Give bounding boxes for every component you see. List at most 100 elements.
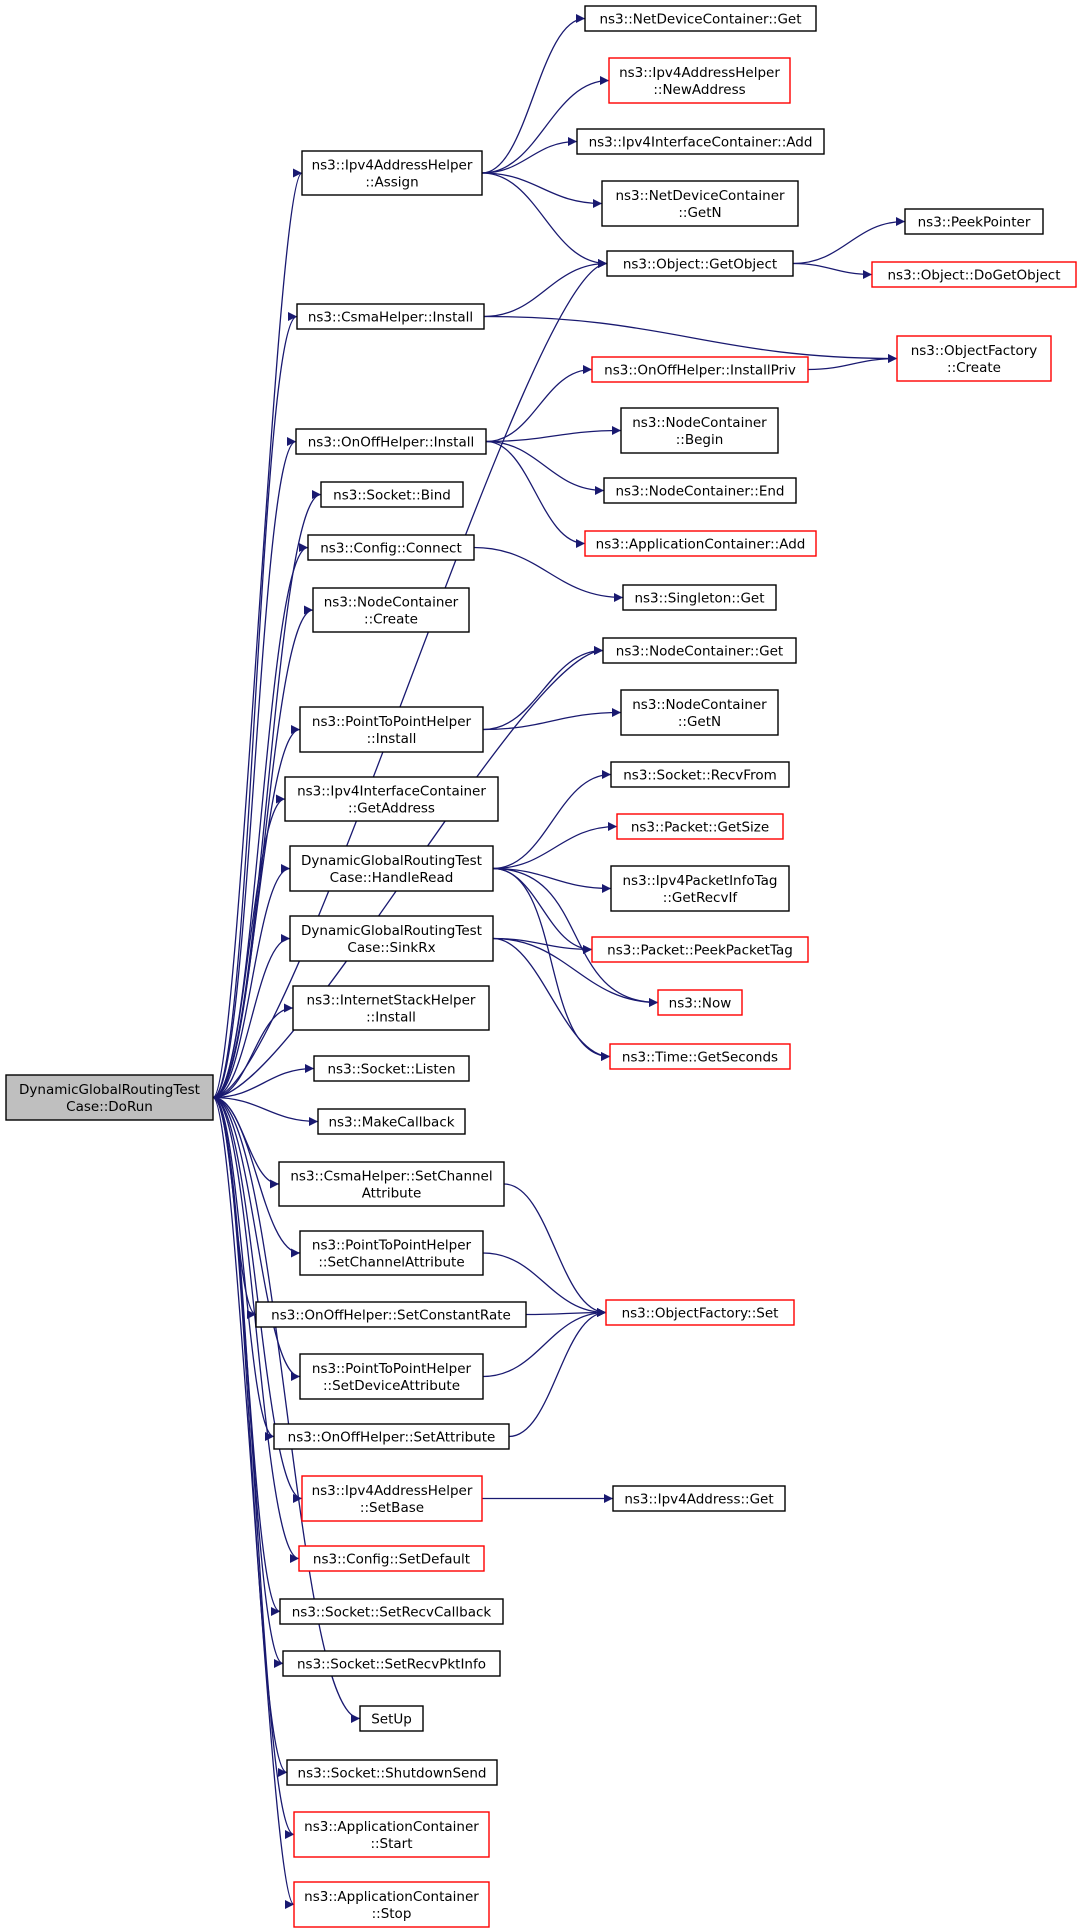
node-box xyxy=(610,761,790,788)
node-box xyxy=(301,1475,483,1522)
node-ipv4get[interactable]: ns3::Ipv4Address::Get xyxy=(612,1485,786,1512)
node-label-line: ns3::Socket::SetRecvPktInfo xyxy=(297,1657,486,1673)
node-box xyxy=(591,356,809,383)
node-ofset[interactable]: ns3::ObjectFactory::Set xyxy=(605,1299,795,1326)
node-ncgetn[interactable]: ns3::NodeContainer::GetN xyxy=(620,689,779,736)
node-label-line: DynamicGlobalRoutingTest xyxy=(301,853,482,869)
node-ndcget[interactable]: ns3::NetDeviceContainer::Get xyxy=(584,5,817,32)
node-box xyxy=(601,180,799,227)
node-box xyxy=(605,1299,795,1326)
node-recvfrom[interactable]: ns3::Socket::RecvFrom xyxy=(610,761,790,788)
node-box xyxy=(603,477,797,504)
node-p2psetch[interactable]: ns3::PointToPointHelper::SetChannelAttri… xyxy=(299,1230,484,1276)
node-label-line: ns3::NodeContainer xyxy=(632,697,767,713)
node-appstop[interactable]: ns3::ApplicationContainer::Stop xyxy=(293,1881,490,1928)
node-box xyxy=(293,1811,490,1858)
node-box xyxy=(612,1485,786,1512)
node-appstart[interactable]: ns3::ApplicationContainer::Start xyxy=(293,1811,490,1858)
edge-layer xyxy=(212,14,906,1909)
node-label-line: SetUp xyxy=(371,1712,412,1728)
node-csmasetch[interactable]: ns3::CsmaHelper::SetChannelAttribute xyxy=(278,1161,505,1207)
node-onoffrate[interactable]: ns3::OnOffHelper::SetConstantRate xyxy=(255,1301,527,1328)
node-label-line: ns3::Socket::Bind xyxy=(333,488,451,504)
node-getsec[interactable]: ns3::Time::GetSeconds xyxy=(609,1043,791,1070)
node-label-line: ns3::Singleton::Get xyxy=(634,591,764,607)
node-peekptr[interactable]: ns3::PeekPointer xyxy=(904,208,1044,235)
node-ipv4setbase[interactable]: ns3::Ipv4AddressHelper::SetBase xyxy=(301,1475,483,1522)
node-ncend[interactable]: ns3::NodeContainer::End xyxy=(603,477,797,504)
node-label-line: ::GetAddress xyxy=(348,801,435,817)
node-installpriv[interactable]: ns3::OnOffHelper::InstallPriv xyxy=(591,356,809,383)
edge-onoffsetattr-to-ofset xyxy=(508,1308,607,1438)
edge-root-to-p2pinstall xyxy=(212,725,301,1099)
node-inetinstall[interactable]: ns3::InternetStackHelper::Install xyxy=(292,985,490,1031)
node-ncbegin[interactable]: ns3::NodeContainer::Begin xyxy=(620,407,779,454)
node-configsetdef[interactable]: ns3::Config::SetDefault xyxy=(298,1545,485,1572)
edge-root-to-ifcgetaddr xyxy=(212,794,286,1099)
edge-root-to-sinkrx xyxy=(212,934,291,1099)
node-onoffinstall[interactable]: ns3::OnOffHelper::Install xyxy=(295,428,487,455)
node-box xyxy=(301,150,483,196)
node-box xyxy=(278,1161,505,1207)
node-p2psetdev[interactable]: ns3::PointToPointHelper::SetDeviceAttrib… xyxy=(299,1353,484,1400)
node-label-line: ::SetDeviceAttribute xyxy=(323,1378,460,1394)
node-box xyxy=(299,1230,484,1276)
node-p2pinstall[interactable]: ns3::PointToPointHelper::Install xyxy=(299,706,484,753)
node-box xyxy=(313,1055,470,1082)
edge-p2psetch-to-ofset xyxy=(482,1252,607,1317)
edge-csmainstall-to-getobject xyxy=(483,259,608,318)
node-ipv4assign[interactable]: ns3::Ipv4AddressHelper::Assign xyxy=(301,150,483,196)
node-ifcadd[interactable]: ns3::Ipv4InterfaceContainer::Add xyxy=(576,128,825,155)
node-label-line: ns3::MakeCallback xyxy=(328,1115,454,1131)
node-nccreate[interactable]: ns3::NodeContainer::Create xyxy=(312,587,470,633)
node-configconnect[interactable]: ns3::Config::Connect xyxy=(307,534,475,561)
node-setup[interactable]: SetUp xyxy=(359,1705,424,1732)
node-shutdown[interactable]: ns3::Socket::ShutdownSend xyxy=(286,1759,498,1786)
node-label-line: ns3::Packet::GetSize xyxy=(631,820,769,836)
edge-root-to-handleread xyxy=(212,864,291,1099)
edge-configconnect-to-singleton xyxy=(473,546,624,602)
node-csmainstall[interactable]: ns3::CsmaHelper::Install xyxy=(296,303,485,330)
node-now[interactable]: ns3::Now xyxy=(657,989,743,1016)
edge-root-to-onoffsetattr xyxy=(212,1096,275,1441)
node-label-line: ns3::PointToPointHelper xyxy=(312,1238,472,1254)
node-box xyxy=(289,845,494,892)
node-dogetobj[interactable]: ns3::Object::DoGetObject xyxy=(871,261,1077,288)
node-pktsize[interactable]: ns3::Packet::GetSize xyxy=(616,813,784,840)
node-box xyxy=(609,1043,791,1070)
node-label-line: ::Install xyxy=(366,1010,416,1026)
node-box xyxy=(591,936,809,963)
node-setrecvpkt[interactable]: ns3::Socket::SetRecvPktInfo xyxy=(282,1650,501,1677)
node-label-line: ns3::Now xyxy=(669,996,732,1012)
node-ifcgetaddr[interactable]: ns3::Ipv4InterfaceContainer::GetAddress xyxy=(284,776,499,822)
edge-installpriv-to-ofcreate xyxy=(807,354,898,371)
node-appadd[interactable]: ns3::ApplicationContainer::Add xyxy=(584,530,817,557)
node-label-line: ns3::ObjectFactory xyxy=(911,343,1038,359)
node-getobject[interactable]: ns3::Object::GetObject xyxy=(606,250,794,277)
node-box xyxy=(295,428,487,455)
node-socketbind[interactable]: ns3::Socket::Bind xyxy=(320,481,464,508)
edge-root-to-inetinstall xyxy=(212,1003,294,1099)
node-onoffsetattr[interactable]: ns3::OnOffHelper::SetAttribute xyxy=(273,1423,510,1450)
node-makecb[interactable]: ns3::MakeCallback xyxy=(317,1108,466,1135)
edge-onoffinstall-to-installpriv xyxy=(485,365,593,443)
node-box xyxy=(255,1301,527,1328)
node-recvif[interactable]: ns3::Ipv4PacketInfoTag::GetRecvIf xyxy=(610,865,790,912)
node-singleton[interactable]: ns3::Singleton::Get xyxy=(622,584,777,611)
node-ndcgetn[interactable]: ns3::NetDeviceContainer::GetN xyxy=(601,180,799,227)
node-label-line: DynamicGlobalRoutingTest xyxy=(301,923,482,939)
node-label-line: ::Assign xyxy=(365,175,418,191)
node-socklisten[interactable]: ns3::Socket::Listen xyxy=(313,1055,470,1082)
node-ncget[interactable]: ns3::NodeContainer::Get xyxy=(602,637,797,664)
edge-p2pinstall-to-ncgetn xyxy=(482,708,622,731)
node-label-line: ns3::OnOffHelper::SetAttribute xyxy=(288,1430,496,1446)
node-ofcreate[interactable]: ns3::ObjectFactory::Create xyxy=(896,335,1052,382)
node-box xyxy=(657,989,743,1016)
node-label-line: ns3::Config::SetDefault xyxy=(313,1552,470,1568)
node-newaddr[interactable]: ns3::Ipv4AddressHelper::NewAddress xyxy=(608,57,791,104)
node-setrecvcb[interactable]: ns3::Socket::SetRecvCallback xyxy=(279,1598,504,1625)
node-peektag[interactable]: ns3::Packet::PeekPacketTag xyxy=(591,936,809,963)
